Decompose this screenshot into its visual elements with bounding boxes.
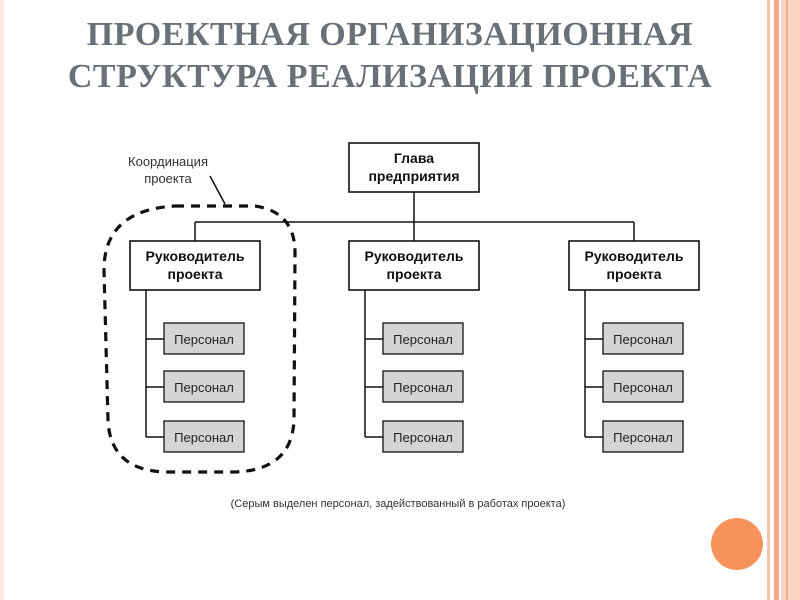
annotation-line-1: Координация	[128, 154, 208, 169]
right-border-stripe	[781, 0, 800, 600]
manager-label-line-1: Руководитель	[365, 248, 464, 264]
manager-label-line-2: проекта	[168, 266, 223, 282]
staff-node: Персонал	[163, 370, 245, 403]
staff-label: Персонал	[174, 380, 234, 395]
staff-label: Персонал	[613, 380, 673, 395]
staff-label: Персонал	[174, 430, 234, 445]
manager-label-line-2: проекта	[387, 266, 442, 282]
decorative-circle	[711, 518, 763, 570]
staff-label: Персонал	[393, 332, 453, 347]
title-line-1: ПРОЕКТНАЯ ОРГАНИЗАЦИОННАЯ	[86, 16, 694, 53]
staff-node: Персонал	[602, 420, 684, 453]
left-border-stripe	[0, 0, 4, 600]
staff-label: Персонал	[613, 430, 673, 445]
head-node: Глава предприятия	[348, 142, 480, 193]
manager-label-line-2: проекта	[607, 266, 662, 282]
footnote: (Серым выделен персонал, задействованный…	[231, 498, 566, 510]
manager-label-line-1: Руководитель	[585, 248, 684, 264]
right-border-stripe	[774, 0, 779, 600]
connector-lines	[145, 192, 635, 438]
staff-node: Персонал	[163, 420, 245, 453]
staff-label: Персонал	[174, 332, 234, 347]
staff-node: Персонал	[602, 370, 684, 403]
title-line-2: СТРУКТУРА РЕАЛИЗАЦИИ ПРОЕКТА	[67, 58, 713, 95]
head-label-line-1: Глава	[394, 150, 434, 166]
staff-node: Персонал	[602, 322, 684, 355]
staff-label: Персонал	[393, 430, 453, 445]
staff-node: Персонал	[382, 322, 464, 355]
staff-node: Персонал	[382, 420, 464, 453]
annotation-line-2: проекта	[144, 171, 192, 186]
coordination-outline	[102, 204, 297, 474]
manager-label-line-1: Руководитель	[146, 248, 245, 264]
right-border-stripe	[767, 0, 770, 600]
page-title: ПРОЕКТНАЯ ОРГАНИЗАЦИОННАЯ СТРУКТУРА РЕАЛ…	[30, 14, 750, 98]
staff-node: Персонал	[163, 322, 245, 355]
right-border-stripe	[786, 0, 788, 600]
staff-label: Персонал	[613, 332, 673, 347]
staff-node: Персонал	[382, 370, 464, 403]
manager-node: Руководитель проекта	[129, 240, 261, 291]
staff-label: Персонал	[393, 380, 453, 395]
head-label-line-2: предприятия	[368, 168, 459, 184]
annotation-pointer	[209, 175, 226, 205]
manager-node: Руководитель проекта	[568, 240, 700, 291]
manager-node: Руководитель проекта	[348, 240, 480, 291]
